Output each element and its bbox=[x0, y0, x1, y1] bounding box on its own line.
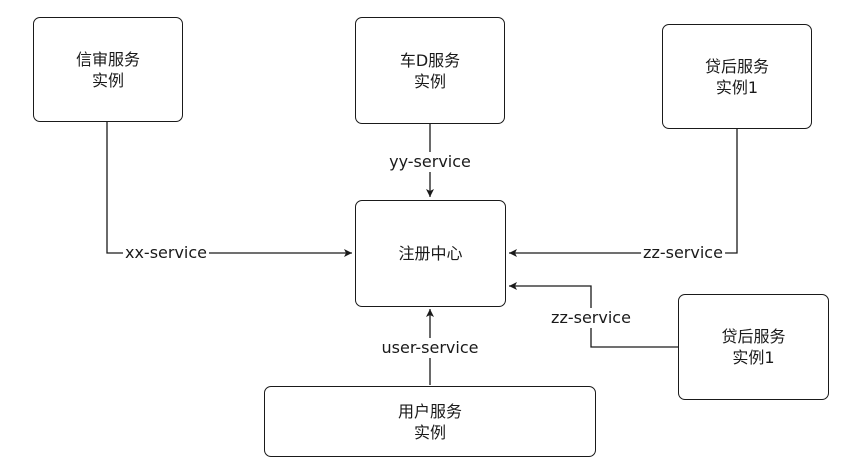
node-daihou-service-top: 贷后服务 实例1 bbox=[662, 24, 812, 129]
node-label-line1: 贷后服务 bbox=[721, 327, 786, 346]
edge-label-yy-service: yy-service bbox=[387, 152, 473, 172]
node-label-line1: 注册中心 bbox=[398, 244, 463, 263]
edge-label-user-service: user-service bbox=[379, 338, 481, 358]
edge-label-zz-service-bottom: zz-service bbox=[549, 308, 633, 328]
edge-zz-service-top bbox=[509, 129, 738, 257]
node-daihou-service-bottom: 贷后服务 实例1 bbox=[678, 294, 829, 400]
edge-xx-service bbox=[106, 122, 352, 257]
node-ched-service: 车D服务 实例 bbox=[355, 17, 505, 124]
node-label-line1: 车D服务 bbox=[399, 50, 461, 70]
edge-label-xx-service: xx-service bbox=[122, 243, 210, 263]
edge-label-zz-service-top: zz-service bbox=[641, 243, 725, 263]
node-label-line1: 用户服务 bbox=[397, 401, 462, 421]
node-label-line1: 信审服务 bbox=[75, 49, 140, 69]
node-label-line2: 实例 bbox=[413, 71, 446, 91]
node-label-line2: 实例1 bbox=[732, 348, 775, 367]
node-label-line2: 实例 bbox=[91, 70, 124, 90]
node-user-service: 用户服务 实例 bbox=[264, 386, 596, 457]
node-registry-center: 注册中心 bbox=[355, 200, 506, 307]
node-xinshen-service: 信审服务 实例 bbox=[33, 17, 183, 122]
node-label-line1: 贷后服务 bbox=[704, 56, 769, 76]
node-label-line2: 实例1 bbox=[715, 77, 759, 97]
node-label-line2: 实例 bbox=[413, 422, 446, 442]
